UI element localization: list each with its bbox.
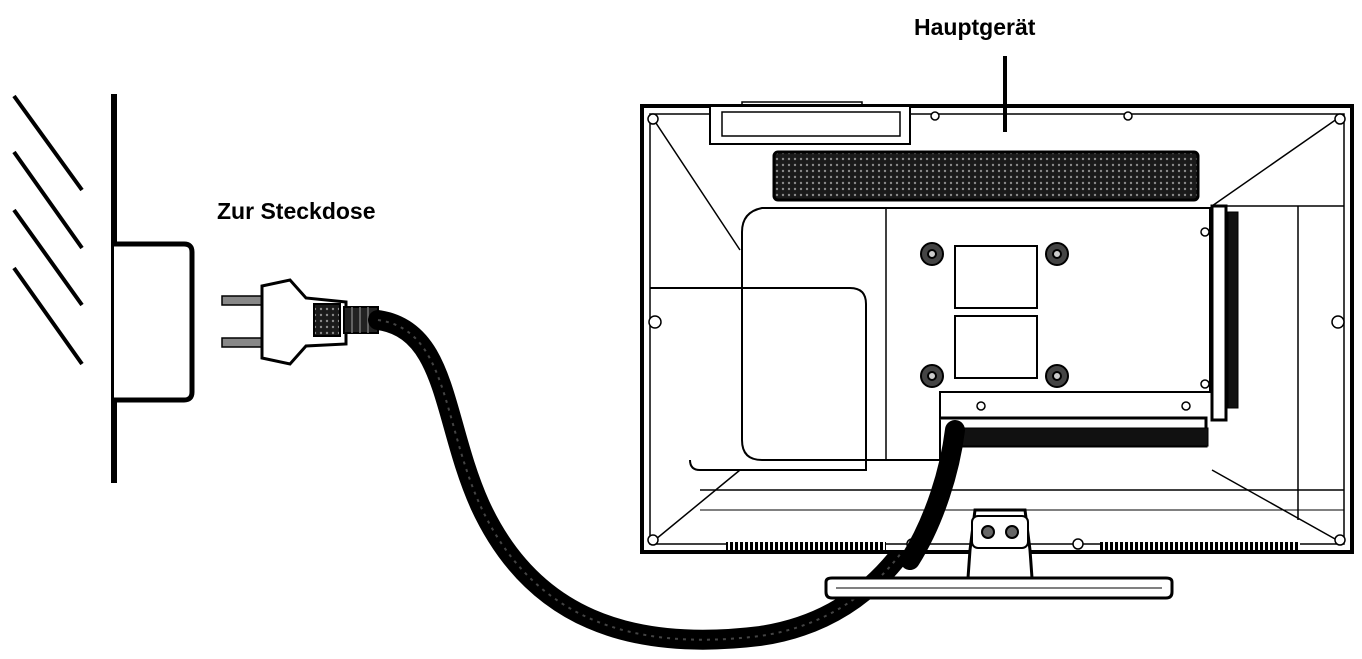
power-cable-icon <box>368 310 965 650</box>
to-outlet-label: Zur Steckdose <box>217 198 376 224</box>
wall-outlet-icon <box>12 94 195 483</box>
tv-rear-panel-icon <box>640 56 1354 600</box>
main-unit-label: Hauptgerät <box>914 14 1036 40</box>
power-cable-end <box>900 420 965 570</box>
power-plug-icon <box>221 278 379 366</box>
